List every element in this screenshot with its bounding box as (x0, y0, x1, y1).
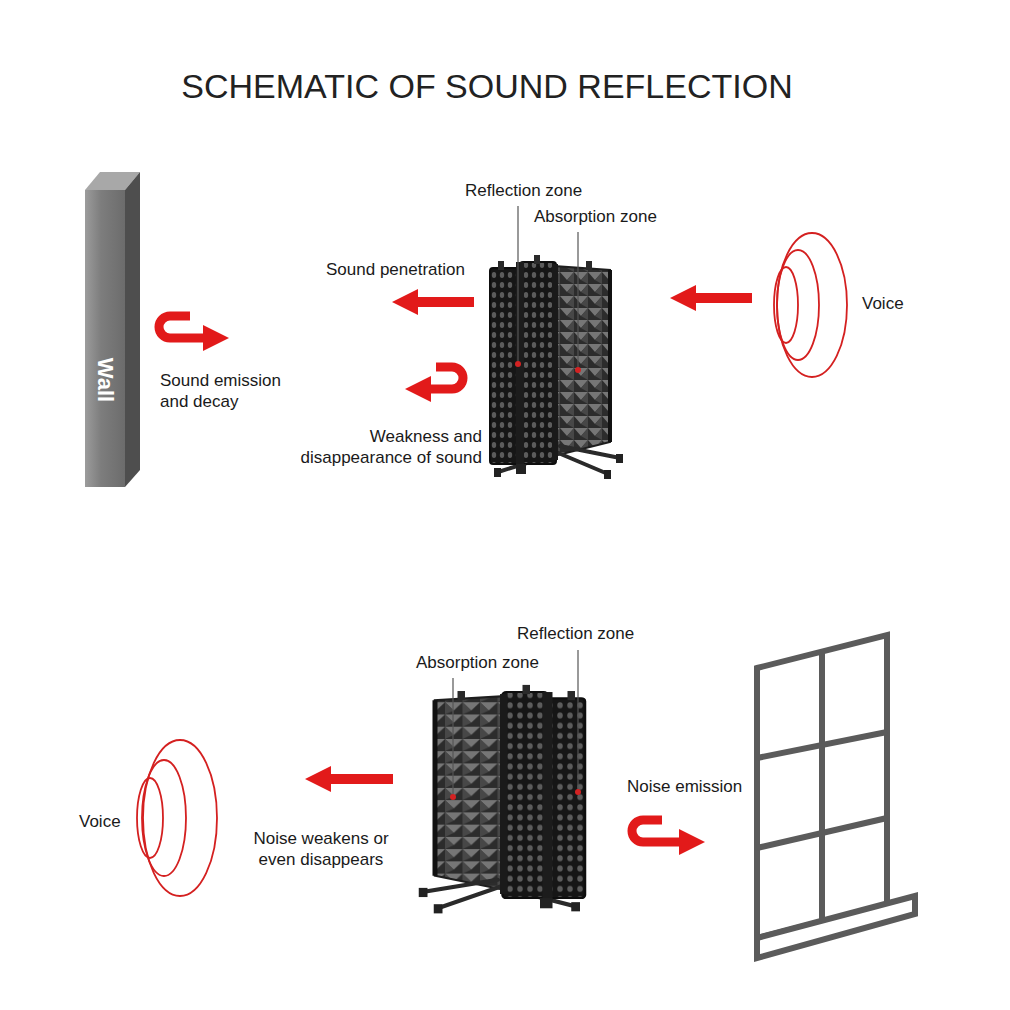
wall: Wall (85, 190, 125, 487)
zone-label: Reflection zone (465, 180, 582, 201)
arrow-label: Noise weakens or even disappears (245, 828, 397, 870)
voice-label: Voice (862, 293, 904, 314)
red-arrows (305, 285, 752, 792)
arrow-label: Noise emission (627, 776, 742, 797)
isolation-shield (419, 685, 585, 913)
u-turn-heads (203, 325, 705, 855)
zone-label: Absorption zone (416, 652, 539, 673)
arrow-label: Sound penetration (326, 259, 465, 280)
arrow-label: Sound emission and decay (160, 370, 300, 412)
voice-label: Voice (79, 811, 121, 832)
voice-waves (137, 233, 847, 896)
zone-label: Absorption zone (534, 206, 657, 227)
wall-side (125, 172, 140, 487)
title: SCHEMATIC OF SOUND REFLECTION (181, 66, 792, 107)
leader-dots (450, 361, 581, 800)
u-turn-arrows (159, 316, 682, 842)
arrow-label: Weakness and disappearance of sound (282, 426, 482, 468)
window (757, 635, 915, 958)
zone-label: Reflection zone (517, 623, 634, 644)
isolation-shield (490, 255, 623, 479)
wall-label: Wall (92, 358, 118, 402)
leader-lines (453, 206, 578, 795)
